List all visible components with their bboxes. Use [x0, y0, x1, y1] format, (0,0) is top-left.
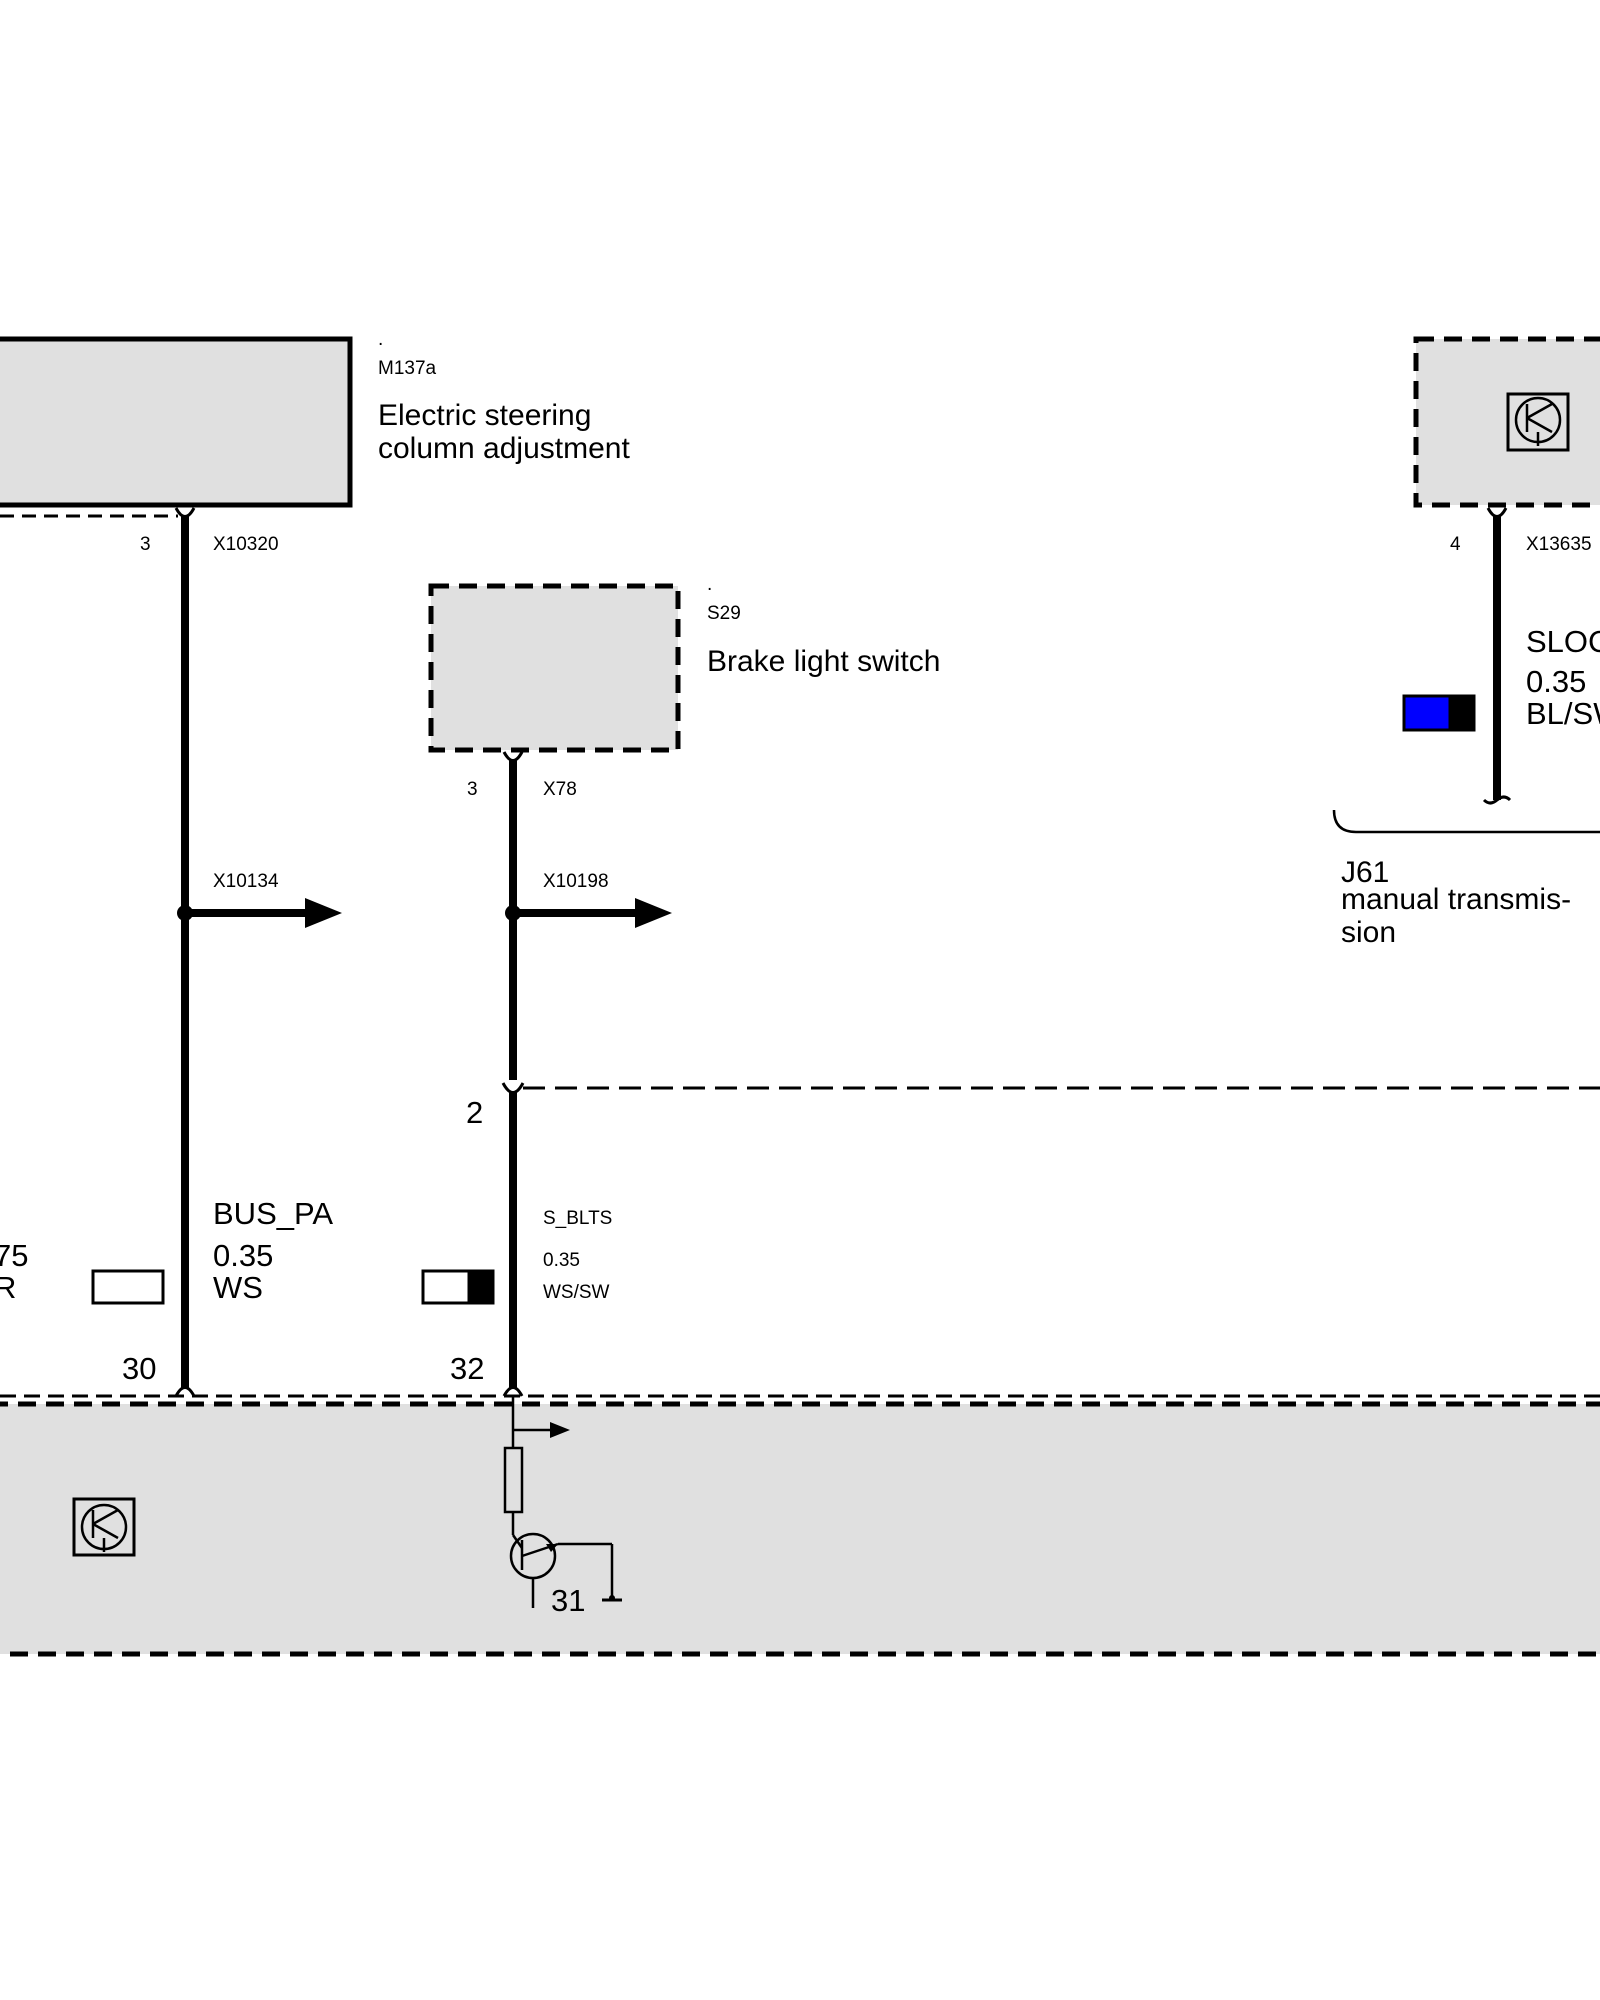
steering-connector: X10320	[213, 534, 279, 555]
s-blts-signal: S_BLTS	[543, 1208, 612, 1229]
internal-arrow-head	[550, 1422, 570, 1438]
brake-switch-name: Brake light switch	[707, 645, 940, 678]
s-blts-swatch-black	[467, 1269, 495, 1305]
bus-pa-color: WS	[213, 1270, 263, 1305]
s-blts-color: WS/SW	[543, 1282, 610, 1303]
steering-name-line1: Electric steering	[378, 399, 591, 432]
right-module-pin: 4	[1450, 534, 1461, 555]
s-blts-top-connector	[502, 751, 524, 762]
right-module-transistor-icon	[1506, 392, 1570, 452]
bus-pa-pin: 30	[122, 1351, 156, 1386]
transmission-code: J61	[1341, 856, 1389, 889]
s-blts-inline-connector	[501, 1082, 525, 1094]
bus-pa-color-swatch	[91, 1269, 165, 1305]
steering-module-box[interactable]	[0, 336, 353, 508]
steering-name-line2: column adjustment	[378, 432, 630, 465]
sloc-gauge: 0.35	[1526, 664, 1586, 699]
steering-pin: 3	[140, 534, 151, 555]
brake-switch-box[interactable]	[428, 583, 681, 753]
bus-pa-signal: BUS_PA	[213, 1196, 333, 1231]
control-unit-transistor-icon	[72, 1497, 136, 1557]
sloc-color: BL/SW	[1526, 696, 1600, 731]
left-wire-gauge-fragment: 75	[0, 1238, 28, 1273]
transmission-bracket	[1332, 809, 1600, 834]
sloc-swatch-blue	[1402, 694, 1452, 732]
s-blts-bottom-connector	[502, 1386, 524, 1397]
s-blts-inline-pin: 2	[466, 1095, 483, 1130]
left-wire-color-fragment: R	[0, 1270, 16, 1305]
s-blts-inline-gap	[506, 1080, 520, 1092]
internal-transistor	[509, 1532, 559, 1608]
brake-switch-connector: X78	[543, 779, 577, 800]
transmission-name-line2: sion	[1341, 916, 1396, 949]
bus-pa-bottom-connector	[174, 1386, 196, 1397]
s-blts-branch-arrow[interactable]	[635, 898, 672, 928]
steering-dot: .	[378, 329, 383, 350]
sloc-signal: SLOC	[1526, 624, 1600, 659]
s-blts-splice-label: X10198	[543, 871, 609, 892]
brake-switch-dot: .	[707, 574, 712, 595]
s-blts-pin: 32	[450, 1351, 484, 1386]
bus-pa-top-connector	[174, 507, 196, 518]
s-blts-swatch-white	[421, 1269, 471, 1305]
right-module-connector: X13635	[1526, 534, 1592, 555]
control-unit-box[interactable]	[0, 1401, 1600, 1657]
ground-dot	[609, 1595, 615, 1601]
control-unit-pin-31: 31	[551, 1583, 585, 1618]
sloc-top-connector	[1486, 507, 1508, 518]
s-blts-gauge: 0.35	[543, 1250, 580, 1271]
transmission-name-line1: manual transmis-	[1341, 883, 1571, 916]
sloc-bottom-connector	[1482, 795, 1512, 805]
brake-switch-code: S29	[707, 603, 741, 624]
bus-pa-branch-arrow[interactable]	[305, 898, 342, 928]
sloc-swatch-black	[1448, 694, 1476, 732]
bus-pa-splice-label: X10134	[213, 871, 279, 892]
bus-pa-gauge: 0.35	[213, 1238, 273, 1273]
brake-switch-pin: 3	[467, 779, 478, 800]
steering-code: M137a	[378, 358, 437, 379]
